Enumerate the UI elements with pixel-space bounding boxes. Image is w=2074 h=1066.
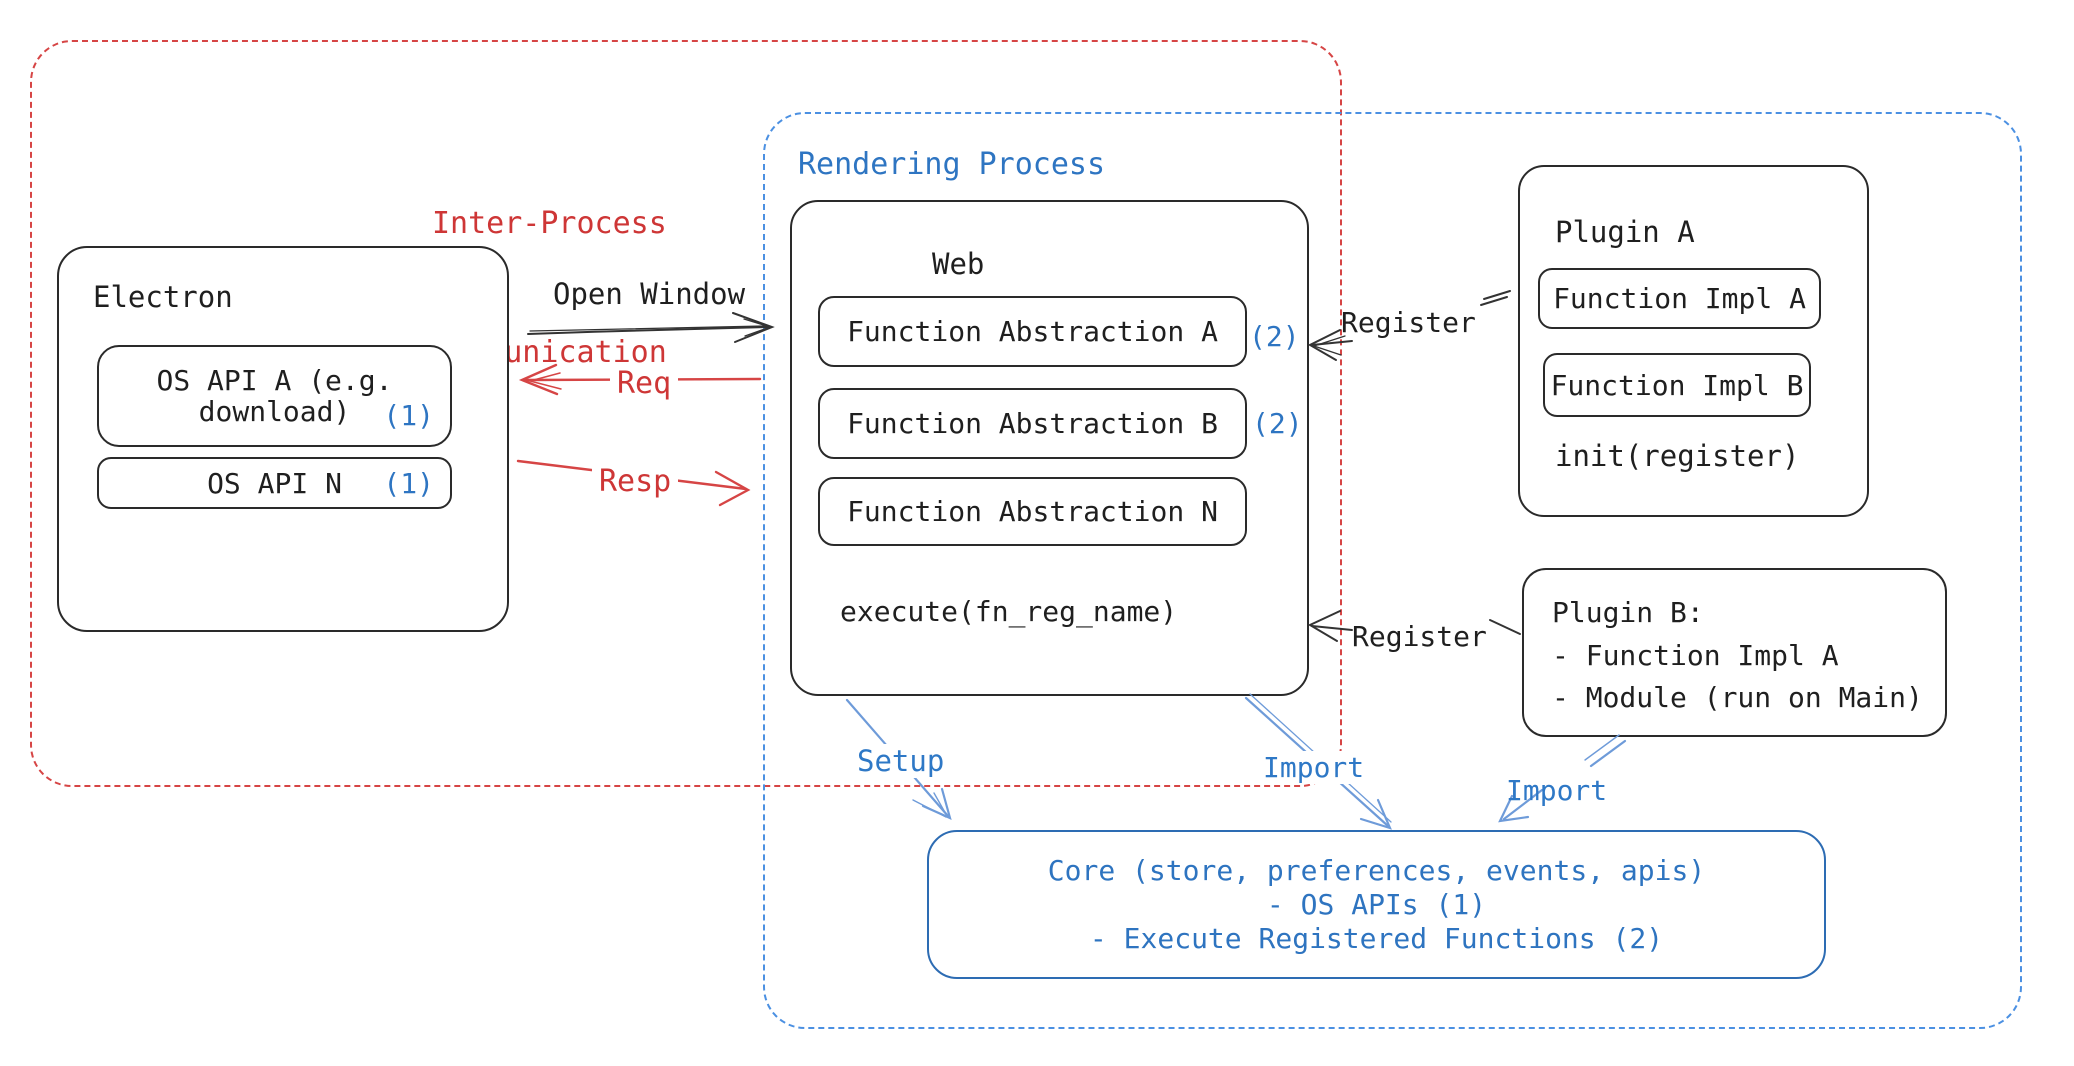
function-abstraction-n-label: Function Abstraction N xyxy=(847,495,1218,528)
function-abstraction-n-box: Function Abstraction N xyxy=(818,477,1247,546)
function-abstraction-a-label: Function Abstraction A xyxy=(847,315,1218,348)
import-mid-label: Import xyxy=(1256,751,1372,784)
electron-title: Electron xyxy=(93,280,233,314)
os-api-n-badge: (1) xyxy=(383,467,434,500)
register-bottom-label: Register xyxy=(1352,620,1487,653)
ipc-region-box xyxy=(30,40,1342,787)
plugin-a-box xyxy=(1518,165,1869,517)
web-title: Web xyxy=(932,247,985,281)
req-label: Req xyxy=(610,366,679,401)
function-impl-a-box: Function Impl A xyxy=(1538,268,1821,329)
os-api-a-box: OS API A (e.g. download) (1) xyxy=(97,345,452,447)
resp-label: Resp xyxy=(592,464,679,499)
function-impl-b-label: Function Impl B xyxy=(1550,368,1804,402)
function-abstraction-b-badge: (2) xyxy=(1252,407,1303,440)
core-box: Core (store, preferences, events, apis) … xyxy=(927,830,1826,979)
rendering-region-label: Rendering Process xyxy=(798,147,1106,182)
rendering-region-box xyxy=(763,112,2022,1029)
plugin-b-line2: - Function Impl A xyxy=(1552,639,1839,672)
core-line1: Core (store, preferences, events, apis) xyxy=(1047,853,1706,887)
os-api-n-label: OS API N xyxy=(207,466,342,500)
os-api-a-badge: (1) xyxy=(383,399,434,432)
plugin-a-title: Plugin A xyxy=(1555,215,1695,249)
import-right-label: Import xyxy=(1506,774,1608,807)
function-impl-a-label: Function Impl A xyxy=(1553,282,1806,315)
plugin-b-line1: Plugin B: xyxy=(1552,596,1704,629)
function-abstraction-a-badge: (2) xyxy=(1249,320,1300,353)
setup-label: Setup xyxy=(850,744,952,778)
function-abstraction-b-label: Function Abstraction B xyxy=(847,407,1218,440)
core-line3: - Execute Registered Functions (2) xyxy=(1089,921,1664,955)
os-api-a-line1: OS API A (e.g. xyxy=(156,364,393,397)
ipc-region-label-line1: Inter-Process xyxy=(432,206,667,241)
function-abstraction-a-box: Function Abstraction A xyxy=(818,296,1247,367)
function-impl-b-box: Function Impl B xyxy=(1543,353,1811,417)
plugin-b-box xyxy=(1522,568,1947,737)
plugin-a-init-label: init(register) xyxy=(1555,439,1800,473)
plugin-b-line3: - Module (run on Main) xyxy=(1552,681,1923,714)
os-api-a-line2: download) xyxy=(198,395,351,428)
open-window-label: Open Window xyxy=(553,277,746,311)
os-api-n-box: OS API N (1) xyxy=(97,457,452,509)
register-top-label: Register xyxy=(1341,306,1476,339)
web-execute-label: execute(fn_reg_name) xyxy=(840,595,1178,628)
function-abstraction-b-box: Function Abstraction B xyxy=(818,388,1247,459)
core-line2: - OS APIs (1) xyxy=(1266,887,1487,921)
